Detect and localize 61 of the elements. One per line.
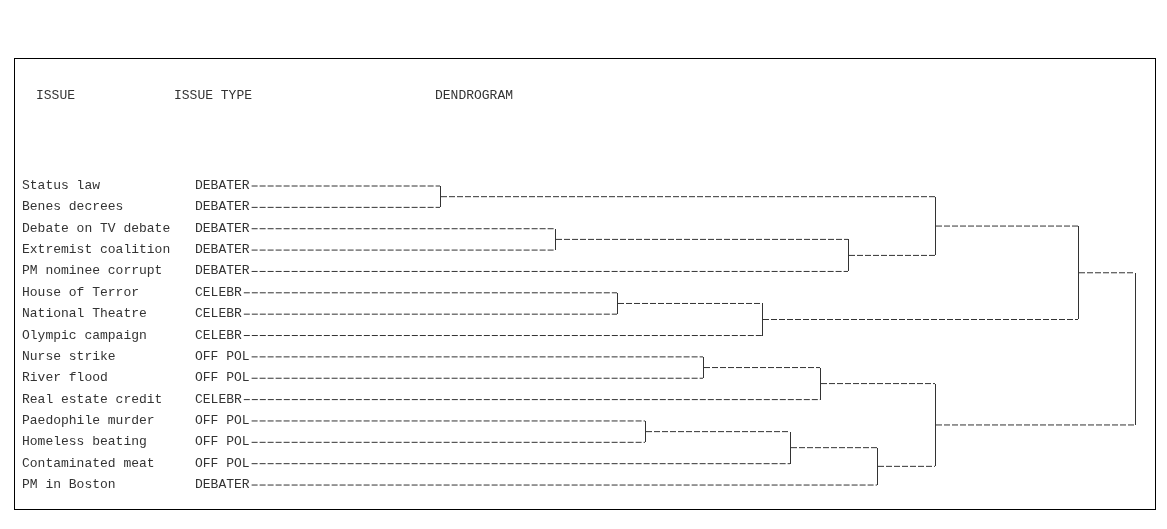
issue-type: DEBATER bbox=[195, 178, 250, 194]
issue-name: House of Terror bbox=[22, 284, 140, 301]
dendrogram-line bbox=[645, 431, 791, 433]
issue-type: DEBATER bbox=[195, 242, 250, 259]
column-header: ISSUE bbox=[36, 88, 75, 104]
column-header: ISSUE TYPE bbox=[174, 88, 252, 104]
dendrogram-line bbox=[251, 463, 791, 465]
dendrogram-line bbox=[935, 424, 1136, 426]
issue-type: DEBATER bbox=[195, 220, 250, 237]
dendrogram-line bbox=[877, 465, 936, 467]
dendrogram-line bbox=[935, 225, 1079, 227]
issue-type: OFF POL bbox=[195, 370, 250, 387]
issue-type: CELEBR bbox=[195, 327, 242, 344]
issue-name: Benes decrees bbox=[22, 199, 124, 216]
dendrogram-line bbox=[440, 196, 936, 198]
dendrogram-line bbox=[848, 254, 936, 256]
issue-name: Real estate credit bbox=[22, 391, 163, 408]
column-header: DENDROGRAM bbox=[435, 88, 513, 104]
issue-type: OFF POL bbox=[195, 348, 250, 365]
issue-name: Status law bbox=[22, 178, 100, 194]
dendrogram-line bbox=[790, 447, 878, 449]
issue-name: PM nominee corrupt bbox=[22, 263, 163, 280]
issue-name: Nurse strike bbox=[22, 348, 116, 365]
dendrogram-line bbox=[251, 441, 646, 443]
issue-name: Homeless beating bbox=[22, 434, 147, 451]
dendrogram-line bbox=[251, 185, 441, 187]
dendrogram-line bbox=[251, 484, 878, 486]
dendrogram-line bbox=[251, 249, 556, 251]
issue-type: OFF POL bbox=[195, 434, 250, 451]
issue-type: CELEBR bbox=[195, 391, 242, 408]
issue-name: River flood bbox=[22, 370, 108, 387]
issue-type: DEBATER bbox=[195, 477, 250, 494]
issue-name: Extremist coalition bbox=[22, 242, 171, 259]
dendrogram-line bbox=[243, 335, 763, 336]
dendrogram-line bbox=[243, 313, 618, 315]
dendrogram-line bbox=[243, 399, 821, 401]
issue-type: CELEBR bbox=[195, 284, 242, 301]
issue-name: PM in Boston bbox=[22, 477, 116, 494]
issue-type: CELEBR bbox=[195, 306, 242, 323]
issue-name: Paedophile murder bbox=[22, 412, 155, 429]
dendrogram-line bbox=[703, 367, 821, 369]
issue-name: Contaminated meat bbox=[22, 455, 155, 472]
dendrogram-line bbox=[762, 319, 1079, 320]
dendrogram-line bbox=[820, 383, 936, 385]
dendrogram-line bbox=[617, 303, 763, 304]
dendrogram-line bbox=[251, 420, 646, 422]
dendrogram-line bbox=[251, 228, 556, 230]
issue-name: National Theatre bbox=[22, 306, 147, 323]
issue-name: Debate on TV debate bbox=[22, 220, 171, 237]
dendrogram-line bbox=[251, 356, 704, 358]
dendrogram-line bbox=[243, 292, 618, 294]
issue-type: OFF POL bbox=[195, 455, 250, 472]
dendrogram-line bbox=[251, 270, 849, 272]
dendrogram-line bbox=[1078, 272, 1136, 274]
dendrogram-line bbox=[555, 238, 849, 240]
issue-name: Olympic campaign bbox=[22, 327, 147, 344]
issue-type: OFF POL bbox=[195, 412, 250, 429]
issue-type: DEBATER bbox=[195, 199, 250, 216]
dendrogram-line bbox=[251, 377, 704, 379]
dendrogram-line bbox=[251, 206, 441, 208]
issue-type: DEBATER bbox=[195, 263, 250, 280]
